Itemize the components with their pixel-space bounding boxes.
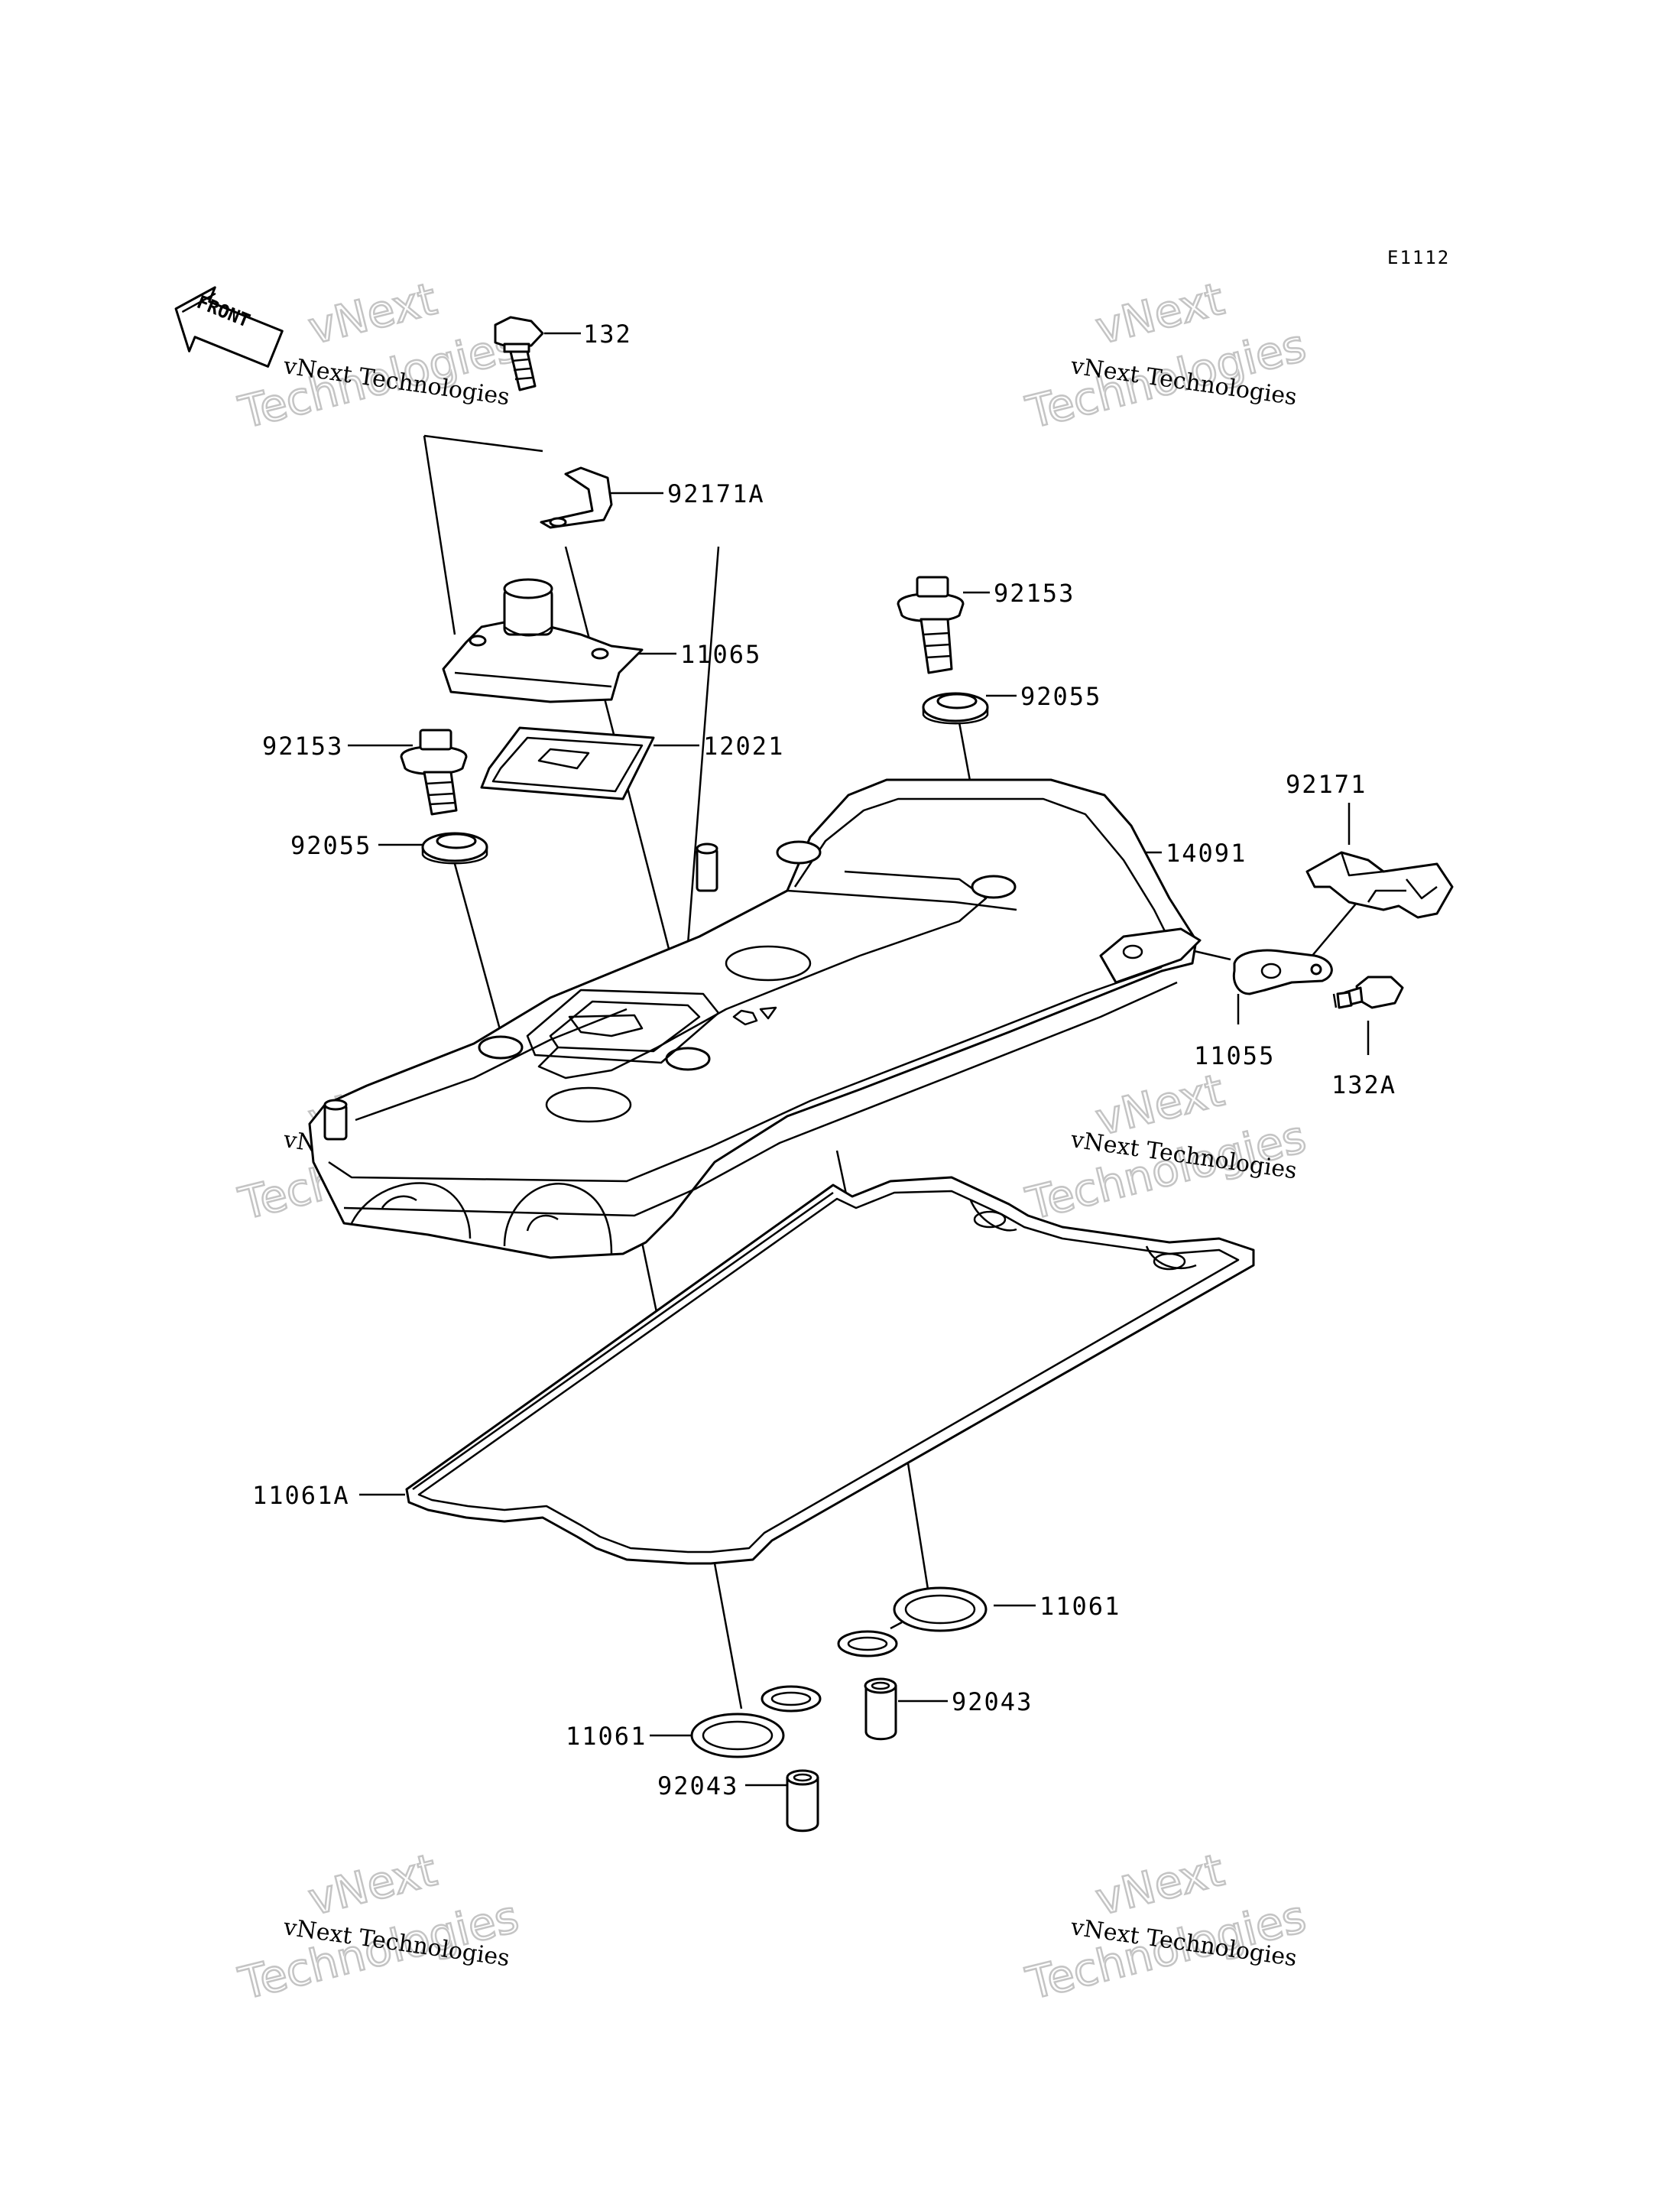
watermark-bottom-right: vNext Technologies vNext Technologies — [1020, 1842, 1312, 2011]
part-label-92043-left: 92043 — [657, 1771, 738, 1800]
part-label-11061-left: 11061 — [566, 1722, 647, 1751]
gasket-12021-icon — [480, 726, 655, 800]
gasket-11061A-icon — [405, 1176, 1255, 1565]
washer-92055-left-icon — [421, 832, 488, 865]
watermark-bottom-left: vNext Technologies vNext Technologies — [233, 1842, 524, 2011]
part-label-14091: 14091 — [1166, 839, 1247, 868]
bolt-92153-left-icon — [400, 729, 468, 816]
watermark-top-left: vNext Technologies vNext Technologies — [233, 271, 524, 440]
part-label-12021: 12021 — [703, 732, 784, 761]
bolt-132A-icon — [1332, 976, 1404, 1009]
part-label-92055-left: 92055 — [290, 831, 371, 860]
dowel-92043-right-icon — [864, 1677, 897, 1741]
washer-92055-right-icon — [922, 692, 989, 725]
seal-11061-right-icon — [837, 1586, 988, 1657]
seal-11061-left-icon — [690, 1685, 822, 1758]
front-arrow-icon: FRONT — [174, 286, 284, 368]
clamp-92171-icon — [1305, 851, 1454, 919]
cylinder-head-cover-14091-icon — [308, 778, 1202, 1259]
part-label-92055-right: 92055 — [1020, 682, 1101, 711]
breather-cover-11065-icon — [442, 578, 644, 703]
bolt-92153-right-icon — [897, 576, 965, 674]
part-label-132A: 132A — [1331, 1070, 1396, 1099]
bracket-11055-icon — [1232, 949, 1333, 995]
part-label-11055: 11055 — [1194, 1041, 1275, 1070]
part-label-92153-left: 92153 — [262, 732, 343, 761]
diagram-code: E1112 — [1387, 247, 1450, 268]
part-label-92043-right: 92043 — [952, 1687, 1033, 1716]
part-label-92171: 92171 — [1286, 770, 1367, 799]
clamp-92171A-icon — [540, 466, 613, 529]
dowel-92043-left-icon — [786, 1769, 819, 1833]
watermark-top-right: vNext Technologies vNext Technologies — [1020, 271, 1312, 440]
part-label-11061-right: 11061 — [1039, 1592, 1121, 1621]
part-label-92153-right: 92153 — [994, 579, 1075, 608]
part-label-92171A: 92171A — [667, 479, 765, 508]
part-label-11061A: 11061A — [252, 1481, 350, 1510]
watermark-mid-right: vNext Technologies vNext Technologies — [1020, 1063, 1312, 1231]
part-label-132: 132 — [583, 320, 632, 349]
bolt-132-icon — [494, 316, 544, 391]
part-label-11065: 11065 — [680, 640, 761, 669]
